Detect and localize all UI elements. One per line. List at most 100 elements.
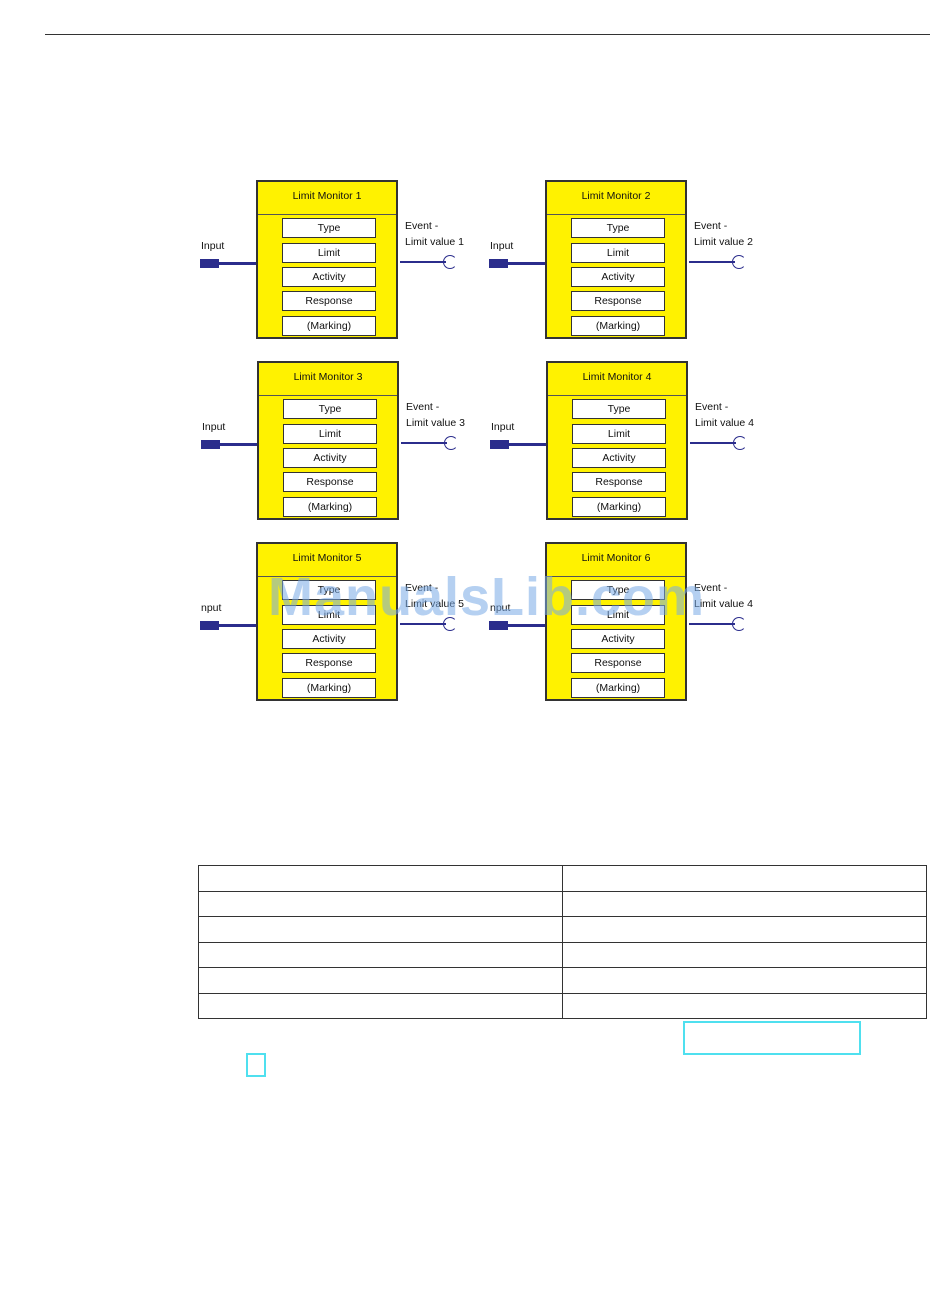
link-highlight[interactable] (683, 1021, 861, 1055)
field-activity: Activity (282, 267, 376, 287)
field-limit: Limit (571, 605, 665, 625)
table-cell (198, 967, 563, 994)
field-type: Type (282, 218, 376, 238)
monitor-title: Limit Monitor 2 (547, 182, 685, 215)
table-row (198, 865, 927, 892)
field-limit: Limit (283, 424, 377, 444)
field-type: Type (282, 580, 376, 600)
table-cell (562, 941, 927, 968)
watermark: ManualsLib.com (268, 567, 706, 627)
input-label: nput (201, 602, 222, 614)
field-activity: Activity (283, 448, 377, 468)
event-limit-label: Limit value 1 (405, 236, 464, 248)
input-terminal (489, 259, 508, 268)
field-marking: (Marking) (571, 678, 665, 698)
input-terminal (200, 259, 219, 268)
field-marking: (Marking) (572, 497, 666, 517)
output-connector (689, 623, 735, 625)
field-marking: (Marking) (282, 316, 376, 336)
input-label: Input (201, 240, 225, 252)
monitor-title: Limit Monitor 4 (548, 363, 686, 396)
field-activity: Activity (571, 629, 665, 649)
table-cell (562, 967, 927, 994)
field-type: Type (571, 218, 665, 238)
table-row (198, 992, 927, 1019)
field-type: Type (571, 580, 665, 600)
table-cell (198, 865, 563, 892)
input-connector (507, 262, 545, 265)
output-connector (689, 261, 735, 263)
table-cell (198, 941, 563, 968)
field-marking: (Marking) (571, 316, 665, 336)
field-response: Response (571, 291, 665, 311)
field-response: Response (283, 472, 377, 492)
table-row (198, 890, 927, 917)
event-limit-label: Limit value 3 (406, 417, 465, 429)
field-response: Response (571, 653, 665, 673)
event-limit-label: Limit value 5 (405, 598, 464, 610)
input-connector (218, 624, 256, 627)
link-highlight-small[interactable] (246, 1053, 266, 1077)
event-label: Event - (694, 582, 728, 594)
field-type: Type (572, 399, 666, 419)
output-socket-icon (444, 436, 458, 450)
table-cell (562, 992, 927, 1019)
input-label: Input (490, 240, 514, 252)
output-socket-icon (732, 255, 746, 269)
field-activity: Activity (571, 267, 665, 287)
event-label: Event - (406, 401, 440, 413)
event-label: Event - (405, 582, 439, 594)
input-label: Input (202, 421, 226, 433)
field-response: Response (282, 653, 376, 673)
top-rule (45, 34, 930, 35)
input-connector (219, 443, 257, 446)
input-connector (218, 262, 256, 265)
field-activity: Activity (282, 629, 376, 649)
input-terminal (201, 440, 220, 449)
input-terminal (490, 440, 509, 449)
event-label: Event - (405, 220, 439, 232)
input-connector (508, 443, 546, 446)
output-socket-icon (732, 617, 746, 631)
table-cell (198, 890, 563, 917)
output-socket-icon (443, 255, 457, 269)
table-row (198, 916, 927, 943)
field-response: Response (282, 291, 376, 311)
event-limit-label: Limit value 2 (694, 236, 753, 248)
event-limit-label: Limit value 4 (695, 417, 754, 429)
field-type: Type (283, 399, 377, 419)
table-cell (198, 992, 563, 1019)
table-row (198, 967, 927, 994)
input-terminal (200, 621, 219, 630)
event-label: Event - (695, 401, 729, 413)
input-label: nput (490, 602, 511, 614)
output-socket-icon (733, 436, 747, 450)
field-marking: (Marking) (283, 497, 377, 517)
field-limit: Limit (571, 243, 665, 263)
field-response: Response (572, 472, 666, 492)
output-connector (690, 442, 736, 444)
event-label: Event - (694, 220, 728, 232)
field-limit: Limit (282, 605, 376, 625)
monitor-title: Limit Monitor 6 (547, 544, 685, 577)
output-socket-icon (443, 617, 457, 631)
table-row (198, 941, 927, 968)
field-limit: Limit (572, 424, 666, 444)
monitor-title: Limit Monitor 5 (258, 544, 396, 577)
monitor-title: Limit Monitor 3 (259, 363, 397, 396)
output-connector (400, 261, 446, 263)
field-limit: Limit (282, 243, 376, 263)
field-marking: (Marking) (282, 678, 376, 698)
parameter-table (198, 865, 927, 1019)
parameter-table-wrap (198, 865, 927, 1019)
table-cell (562, 916, 927, 943)
monitor-title: Limit Monitor 1 (258, 182, 396, 215)
field-activity: Activity (572, 448, 666, 468)
table-cell (198, 916, 563, 943)
